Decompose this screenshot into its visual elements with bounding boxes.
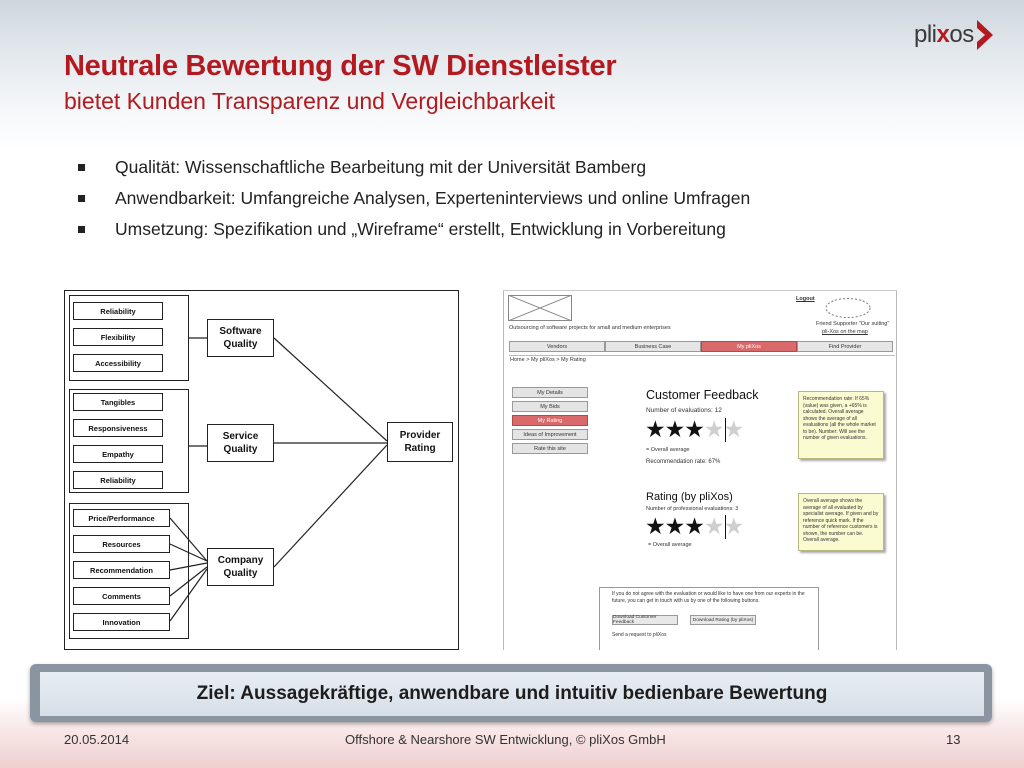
rating-plixos-overall: = Overall average	[648, 542, 692, 548]
friend-logo-icon	[825, 298, 871, 318]
star-icon: ★	[703, 513, 725, 539]
star-icon: ★	[664, 513, 686, 539]
customer-feedback-overall: = Overall average	[646, 447, 690, 453]
plixos-logo: plixos	[914, 18, 1006, 52]
star-icon: ★	[723, 416, 745, 442]
tab-divider	[509, 355, 895, 356]
side-menu-my-rating[interactable]: My Rating	[512, 415, 588, 426]
criterion-box: Resources	[73, 535, 170, 553]
footer-center: Offshore & Nearshore SW Entwicklung, © p…	[345, 732, 666, 747]
rating-plixos-stars: ★★★★★	[645, 513, 745, 539]
site-title: Outsourcing of software projects for sma…	[509, 325, 671, 331]
criterion-box: Price/Performance	[73, 509, 170, 527]
bullet-item: Qualität: Wissenschaftliche Bearbeitung …	[78, 152, 978, 183]
request-link[interactable]: Send a request to pliXos	[612, 632, 667, 638]
rating-model-diagram: Reliability Flexibility Accessibility Ta…	[64, 290, 459, 650]
provider-rating-box: Provider Rating	[387, 422, 453, 462]
map-link[interactable]: pli-Xos on the map	[822, 329, 868, 335]
service-criteria-group	[69, 389, 189, 493]
criterion-box: Responsiveness	[73, 419, 163, 437]
customer-feedback-title: Customer Feedback	[646, 388, 759, 402]
contact-panel	[599, 587, 819, 650]
criterion-box: Recommendation	[73, 561, 170, 579]
bullet-item: Umsetzung: Spezifikation und „Wireframe“…	[78, 214, 978, 245]
star-icon: ★	[664, 416, 686, 442]
tab-find-provider[interactable]: Find Provider	[797, 341, 893, 352]
rating-plixos-count: Number of professional evaluations: 3	[646, 506, 739, 512]
average-marker	[725, 418, 726, 442]
footer-date: 20.05.2014	[64, 732, 130, 747]
tab-business-case[interactable]: Business Case	[605, 341, 701, 352]
customer-feedback-count: Number of evaluations: 12	[646, 407, 722, 414]
software-criteria-group	[69, 295, 189, 381]
star-icon: ★	[645, 513, 666, 539]
logout-link[interactable]: Logout	[796, 296, 815, 302]
customer-feedback-stars: ★★★★★	[645, 416, 745, 442]
side-menu-ideas[interactable]: Ideas of Improvement	[512, 429, 588, 440]
slide-title: Neutrale Bewertung der SW Dienstleister	[64, 50, 617, 82]
criterion-box: Flexibility	[73, 328, 163, 346]
service-quality-box: Service Quality	[207, 424, 274, 462]
friend-caption: Friend Supporter "Our suiting"	[816, 321, 890, 327]
bullet-item: Anwendbarkeit: Umfangreiche Analysen, Ex…	[78, 183, 978, 214]
tab-my-plixos[interactable]: My pliXos	[701, 341, 797, 352]
sticky-note: Recommendation rate: If 65% (value) was …	[798, 391, 884, 459]
criterion-box: Accessibility	[73, 354, 163, 372]
tab-vendors[interactable]: Vendors	[509, 341, 605, 352]
contact-text: If you do not agree with the evaluation …	[612, 591, 805, 604]
download-feedback-button[interactable]: Download Customer Feedback	[612, 615, 678, 625]
software-quality-box: Software Quality	[207, 319, 274, 357]
logo-placeholder-icon	[508, 295, 572, 321]
wireframe-screenshot: Logout Outsourcing of software projects …	[503, 290, 897, 650]
sticky-note: Overall average shows the average of all…	[798, 493, 884, 551]
download-rating-button[interactable]: Download Rating (by pliXos)	[690, 615, 756, 625]
logo-text: plixos	[914, 21, 974, 48]
breadcrumb: Home > My pliXos > My Rating	[510, 357, 586, 363]
criterion-box: Reliability	[73, 471, 163, 489]
star-icon: ★	[684, 416, 705, 442]
star-icon: ★	[684, 513, 705, 539]
side-menu-my-details[interactable]: My Details	[512, 387, 588, 398]
company-criteria-group	[69, 503, 189, 639]
bullet-marker	[78, 164, 85, 171]
star-icon: ★	[645, 416, 666, 442]
side-menu-rate-site[interactable]: Rate this site	[512, 443, 588, 454]
header-background	[0, 0, 1024, 150]
rating-plixos-title: Rating (by pliXos)	[646, 491, 733, 503]
criterion-box: Empathy	[73, 445, 163, 463]
recommendation-rate: Recommendation rate: 67%	[646, 459, 721, 465]
slide-subtitle: bietet Kunden Transparenz und Vergleichb…	[64, 88, 555, 114]
footer-page-number: 13	[946, 732, 961, 747]
criterion-box: Reliability	[73, 302, 163, 320]
criterion-box: Innovation	[73, 613, 170, 631]
star-icon: ★	[723, 513, 745, 539]
goal-banner: Ziel: Aussagekräftige, anwendbare und in…	[40, 672, 984, 716]
bullet-marker	[78, 195, 85, 202]
criterion-box: Tangibles	[73, 393, 163, 411]
side-menu-my-bids[interactable]: My Bids	[512, 401, 588, 412]
average-marker	[725, 515, 726, 539]
bullet-marker	[78, 226, 85, 233]
star-icon: ★	[703, 416, 725, 442]
bullet-list: Qualität: Wissenschaftliche Bearbeitung …	[78, 152, 978, 245]
company-quality-box: Company Quality	[207, 548, 274, 586]
chevron-right-icon	[976, 20, 993, 50]
criterion-box: Comments	[73, 587, 170, 605]
